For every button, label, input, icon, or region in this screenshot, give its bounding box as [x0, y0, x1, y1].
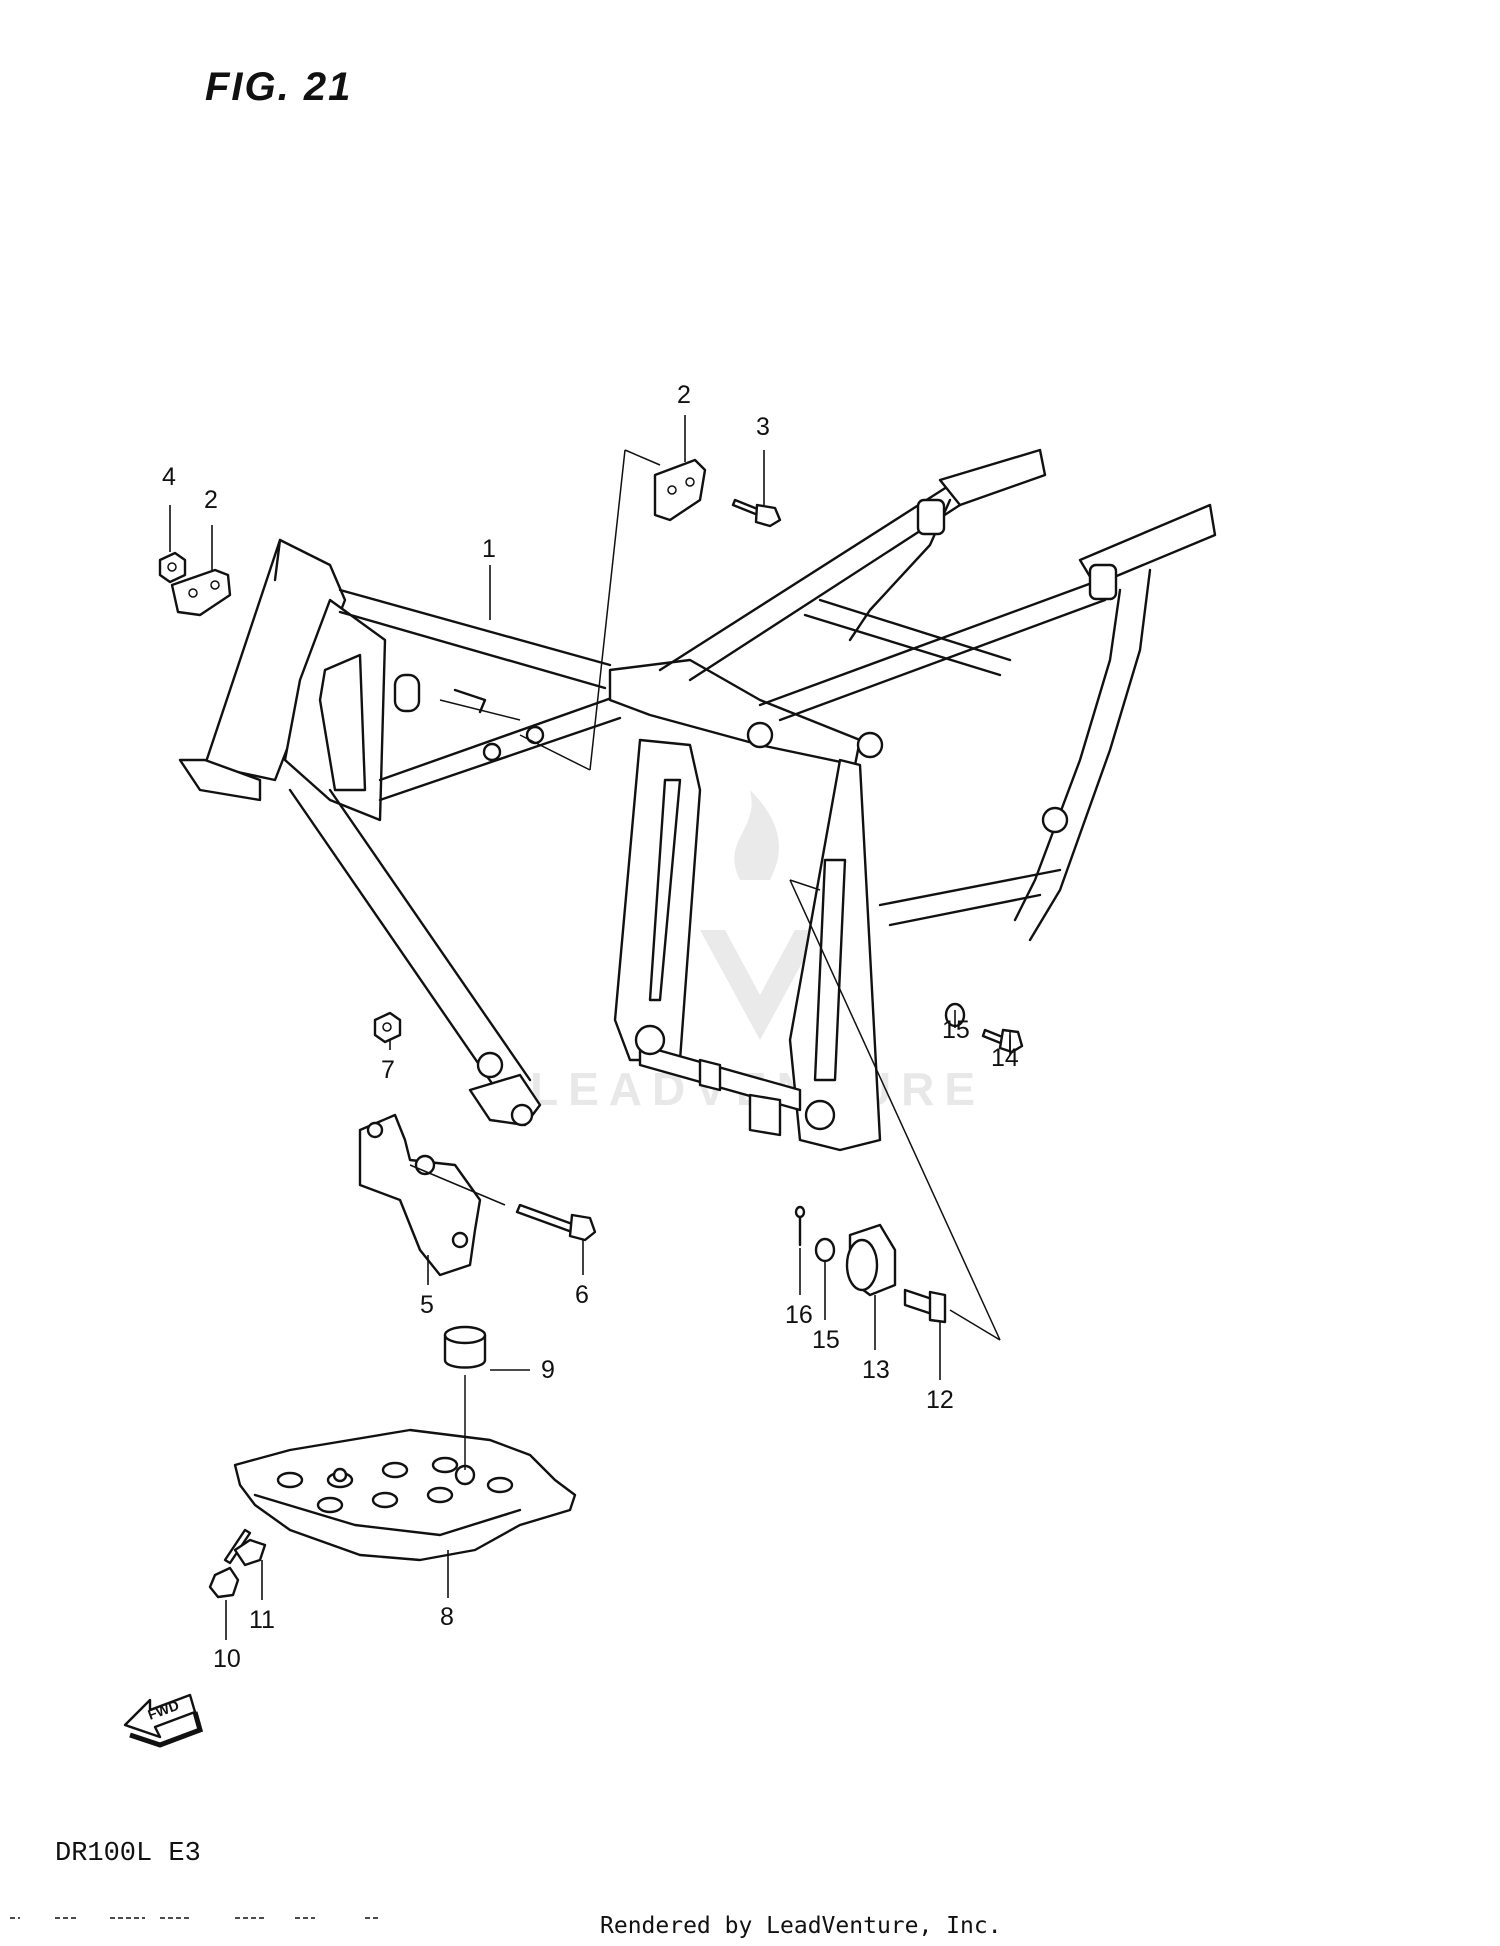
cushion-part-9	[443, 1325, 487, 1369]
bolt-part-14	[981, 1028, 1024, 1054]
callout-9: 9	[541, 1356, 555, 1384]
callout-6: 6	[575, 1281, 589, 1309]
callout-13: 13	[862, 1356, 890, 1384]
callout-3: 3	[756, 413, 770, 441]
skid-plate-part-8	[233, 1428, 577, 1562]
callout-2-left: 2	[204, 486, 218, 514]
callout-16: 16	[785, 1301, 813, 1329]
callout-12: 12	[926, 1386, 954, 1414]
figure-title: FIG. 21	[205, 65, 352, 109]
callout-5: 5	[420, 1291, 434, 1319]
collar-part-12	[903, 1288, 947, 1324]
callout-11: 11	[249, 1606, 275, 1634]
washer-part-11	[233, 1538, 267, 1567]
callout-7: 7	[381, 1056, 395, 1084]
callout-14: 14	[991, 1044, 1019, 1072]
nut-part-4	[158, 551, 187, 584]
bolt-part-3	[731, 498, 782, 528]
bracket-part-2-right	[653, 458, 707, 522]
watermark: LEADVENTURE	[530, 790, 975, 1115]
engine-mount-part-5	[358, 1113, 482, 1277]
callout-1: 1	[482, 535, 496, 563]
callout-15-upper: 15	[942, 1016, 970, 1044]
bushing-part-13	[845, 1223, 897, 1297]
bracket-part-2-left	[170, 568, 232, 617]
callout-8: 8	[440, 1603, 454, 1631]
callouts: 1 2 2 3 4 5 6 7 8 9 10 11 12 13 14 15	[162, 381, 1019, 1673]
bolt-part-6	[515, 1203, 597, 1242]
frame-part-1	[178, 448, 1217, 1152]
render-credit: Rendered by LeadVenture, Inc.	[600, 1913, 1002, 1939]
washer-part-15-lower	[814, 1237, 836, 1263]
callout-15-lower: 15	[812, 1326, 840, 1354]
forward-arrow-icon: FWD	[123, 1693, 204, 1748]
callout-10: 10	[213, 1645, 241, 1673]
explode-lines	[409, 449, 1001, 1470]
model-code: DR100L E3	[55, 1839, 201, 1869]
callout-2-right: 2	[677, 381, 691, 409]
nut-part-7	[373, 1011, 402, 1044]
callout-4: 4	[162, 463, 176, 491]
bolt-part-10	[208, 1528, 252, 1599]
pin-part-16	[794, 1205, 806, 1247]
